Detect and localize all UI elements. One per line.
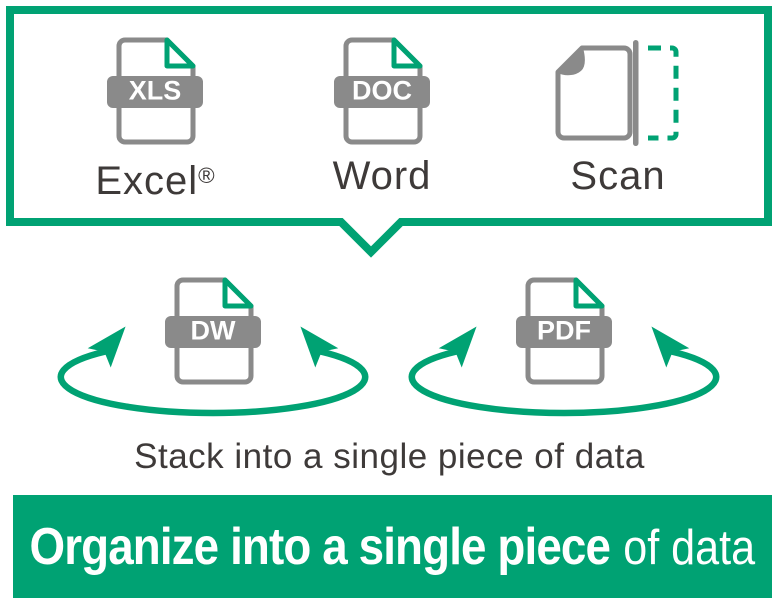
registered-mark: ® <box>198 163 215 188</box>
pdf-file-icon: PDF <box>516 277 612 385</box>
banner-emphasis-text: Organize into a single piece <box>29 517 611 576</box>
scan-hinge-bar <box>633 40 639 146</box>
source-item-excel: XLS Excel® <box>40 34 270 203</box>
scan-ghost-page <box>648 45 679 141</box>
format-badge-label: XLS <box>129 76 182 106</box>
arrowhead-left <box>438 326 477 368</box>
doc-file-icon: DOC <box>334 37 430 145</box>
word-label: Word <box>332 154 432 198</box>
format-badge-label: DOC <box>352 76 412 106</box>
source-callout-box <box>6 6 772 258</box>
cycle-arrows-pdf <box>408 326 720 417</box>
scan-icon <box>555 40 679 146</box>
source-item-scan: Scan <box>503 34 733 198</box>
folded-corner <box>164 37 196 69</box>
page-curl <box>557 47 585 76</box>
format-badge-label: PDF <box>537 316 591 346</box>
organize-banner: Organize into a single piece of data <box>13 495 772 598</box>
arrowhead-left <box>87 326 126 368</box>
arrowhead-right <box>300 326 339 368</box>
scan-label: Scan <box>570 154 666 198</box>
format-badge <box>107 76 203 108</box>
dw-file-icon: DW <box>165 277 261 385</box>
cycle-ellipse <box>57 348 369 417</box>
cycle-arrows-dw <box>57 326 369 417</box>
format-badge <box>165 316 261 348</box>
arrowhead-right <box>651 326 690 368</box>
stack-caption: Stack into a single piece of data <box>134 437 645 476</box>
cycle-ellipse <box>408 348 720 417</box>
format-badge-label: DW <box>191 316 236 346</box>
folded-corner <box>222 277 254 309</box>
folded-corner <box>573 277 605 309</box>
banner-rest-text: of data <box>623 520 756 575</box>
format-badge <box>516 316 612 348</box>
folded-corner <box>391 37 423 69</box>
callout-border <box>6 6 772 258</box>
excel-label: Excel® <box>95 158 215 203</box>
format-badge <box>334 76 430 108</box>
source-item-word: DOC Word <box>267 34 497 198</box>
xls-file-icon: XLS <box>107 37 203 145</box>
